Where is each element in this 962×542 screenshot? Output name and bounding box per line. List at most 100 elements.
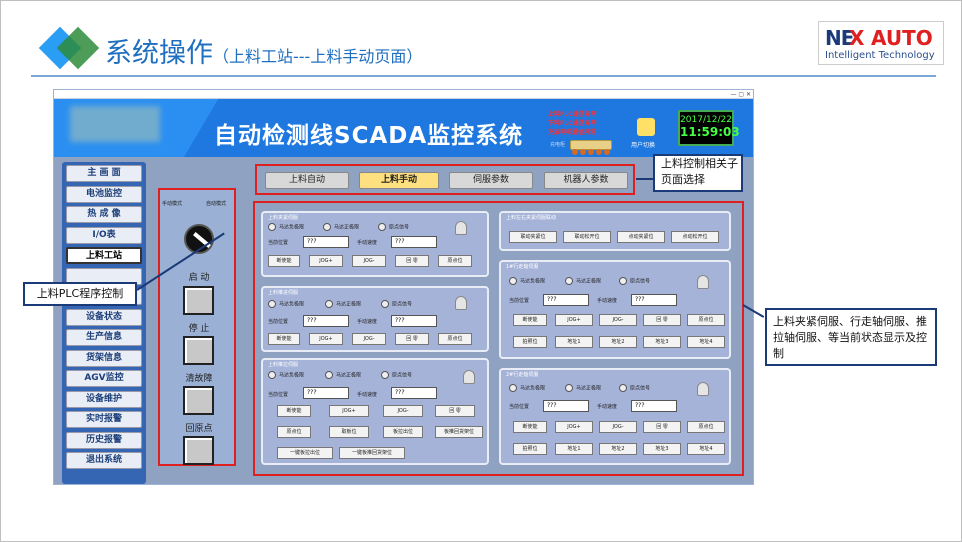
nav-device-status[interactable]: 设备状态 — [66, 308, 142, 326]
push-back-pos-button[interactable]: 板推回货架位 — [435, 426, 483, 438]
manual-speed-input[interactable]: ??? — [391, 236, 437, 248]
jog-plus-button[interactable]: JOG+ — [329, 405, 369, 417]
jog-plus-button[interactable]: JOG+ — [555, 314, 593, 326]
home-pos-button[interactable]: 原点位 — [438, 255, 472, 267]
tab-loading-auto[interactable]: 上料自动 — [265, 172, 349, 189]
pull-servo-box: 上料推拉伺服 马达负极限 马达正极限 原点信号 当前位置 ??? 手动速度 ??… — [261, 358, 489, 465]
pull-out-pos-button[interactable]: 板拉出位 — [383, 426, 423, 438]
jog-release-button[interactable]: 点动松开位 — [671, 231, 719, 243]
nav-battery[interactable]: 电池监控 — [66, 185, 142, 203]
disable-button[interactable]: 断使能 — [513, 314, 547, 326]
nav-main[interactable]: 主 画 面 — [66, 165, 142, 182]
disable-button[interactable]: 断使能 — [277, 405, 311, 417]
nav-io[interactable]: I/O表 — [66, 226, 142, 244]
addr2-button[interactable]: 地址2 — [599, 443, 637, 455]
return-zero-button[interactable]: 回 零 — [395, 333, 429, 345]
return-zero-button[interactable]: 回 零 — [395, 255, 429, 267]
return-zero-button[interactable]: 回 零 — [435, 405, 475, 417]
nav-loading-station[interactable]: 上料工站 — [66, 247, 142, 264]
one-key-pull-button[interactable]: 一键板拉出位 — [277, 447, 333, 459]
addr1-button[interactable]: 地址1 — [555, 443, 593, 455]
home-pos-button[interactable]: 原点位 — [277, 426, 311, 438]
home-pos-button[interactable]: 原点位 — [687, 421, 725, 433]
jog-minus-button[interactable]: JOG- — [352, 333, 386, 345]
return-zero-button[interactable]: 回 零 — [643, 421, 681, 433]
home-pos-button[interactable]: 原点位 — [687, 314, 725, 326]
alarm-item: 下料PLC通信异常 — [548, 120, 597, 127]
window-controls-icon[interactable]: — ▢ ✕ — [730, 91, 751, 98]
system-title: 自动检测线SCADA监控系统 — [214, 123, 524, 149]
manual-speed-input[interactable]: ??? — [631, 294, 677, 306]
manual-speed-input[interactable]: ??? — [631, 400, 677, 412]
home-button[interactable] — [183, 436, 214, 465]
jog-plus-button[interactable]: JOG+ — [309, 255, 343, 267]
alarm-item: 上料PLC通信异常 — [548, 111, 597, 118]
stop-button[interactable] — [183, 336, 214, 365]
nav-production[interactable]: 生产信息 — [66, 329, 142, 346]
disable-button[interactable]: 断使能 — [268, 255, 300, 267]
manual-mode-label: 手动模式 — [162, 201, 183, 207]
user-switch-label[interactable]: 用户切换 — [631, 142, 656, 149]
radio-icon — [268, 371, 276, 379]
clock-time: 11:59:03 — [680, 125, 740, 139]
jog-clamp-button[interactable]: 点动夹紧位 — [617, 231, 665, 243]
manual-speed-input[interactable]: ??? — [391, 315, 437, 327]
nav-maintenance[interactable]: 设备维护 — [66, 390, 142, 408]
led-label: 充电柜 — [550, 142, 566, 148]
jog-minus-button[interactable]: JOG- — [599, 421, 637, 433]
jog-minus-button[interactable]: JOG- — [352, 255, 386, 267]
addr1-button[interactable]: 地址1 — [555, 336, 593, 348]
nav-agv[interactable]: AGV监控 — [66, 370, 142, 387]
return-zero-button[interactable]: 回 零 — [643, 314, 681, 326]
jog-minus-button[interactable]: JOG- — [599, 314, 637, 326]
home-pos-button[interactable]: 原点位 — [438, 333, 472, 345]
radio-icon — [268, 300, 276, 308]
nav-shelf[interactable]: 货架信息 — [66, 349, 142, 367]
linked-release-button[interactable]: 联动松开位 — [563, 231, 611, 243]
radio-icon — [619, 277, 627, 285]
callout-tabs: 上料控制相关子页面选择 — [653, 154, 743, 192]
radio-icon — [268, 223, 276, 231]
callout-plc: 上料PLC程序控制 — [23, 282, 137, 306]
addr3-button[interactable]: 地址3 — [643, 443, 681, 455]
disable-button[interactable]: 断使能 — [513, 421, 547, 433]
photo-pos-button[interactable]: 拍照位 — [513, 336, 547, 348]
pick-pos-button[interactable]: 取板位 — [329, 426, 369, 438]
addr2-button[interactable]: 地址2 — [599, 336, 637, 348]
alarm-lamp-icon — [455, 221, 467, 235]
tab-robot-params[interactable]: 机器人参数 — [544, 172, 628, 189]
blurred-logo — [70, 106, 160, 142]
nav-thermal[interactable]: 热 成 像 — [66, 206, 142, 223]
jog-plus-button[interactable]: JOG+ — [309, 333, 343, 345]
alarm-list: 上料PLC通信异常 下料PLC通信异常 充放电柜通信异常 — [548, 110, 597, 137]
radio-icon — [325, 371, 333, 379]
jog-plus-button[interactable]: JOG+ — [555, 421, 593, 433]
start-button[interactable] — [183, 286, 214, 315]
radio-icon — [325, 300, 333, 308]
tab-servo-params[interactable]: 伺服参数 — [449, 172, 533, 189]
disable-button[interactable]: 断使能 — [268, 333, 300, 345]
home-label: 回原点 — [185, 424, 213, 434]
jog-minus-button[interactable]: JOG- — [383, 405, 423, 417]
auto-mode-label: 自动模式 — [206, 201, 227, 207]
nav-realtime-alarm[interactable]: 实时报警 — [66, 411, 142, 428]
addr3-button[interactable]: 地址3 — [643, 336, 681, 348]
radio-icon — [378, 223, 386, 231]
clear-fault-button[interactable] — [183, 386, 214, 415]
addr4-button[interactable]: 地址4 — [687, 443, 725, 455]
photo-pos-button[interactable]: 拍照位 — [513, 443, 547, 455]
nav-exit[interactable]: 退出系统 — [66, 452, 142, 469]
status-leds — [570, 140, 612, 155]
user-switch-icon[interactable] — [637, 118, 655, 136]
radio-icon — [323, 223, 331, 231]
radio-icon — [565, 277, 573, 285]
one-key-push-button[interactable]: 一键板推回货架位 — [339, 447, 405, 459]
header-divider — [31, 75, 936, 77]
manual-speed-input[interactable]: ??? — [391, 387, 437, 399]
nav-history-alarm[interactable]: 历史报警 — [66, 431, 142, 449]
linked-clamp-button[interactable]: 联动夹紧位 — [509, 231, 557, 243]
addr4-button[interactable]: 地址4 — [687, 336, 725, 348]
window-titlebar: — ▢ ✕ — [54, 90, 753, 99]
tab-loading-manual[interactable]: 上料手动 — [359, 172, 439, 189]
plc-control-panel: 手动模式 自动模式 启 动 停 止 清故障 回原点 — [158, 188, 236, 466]
